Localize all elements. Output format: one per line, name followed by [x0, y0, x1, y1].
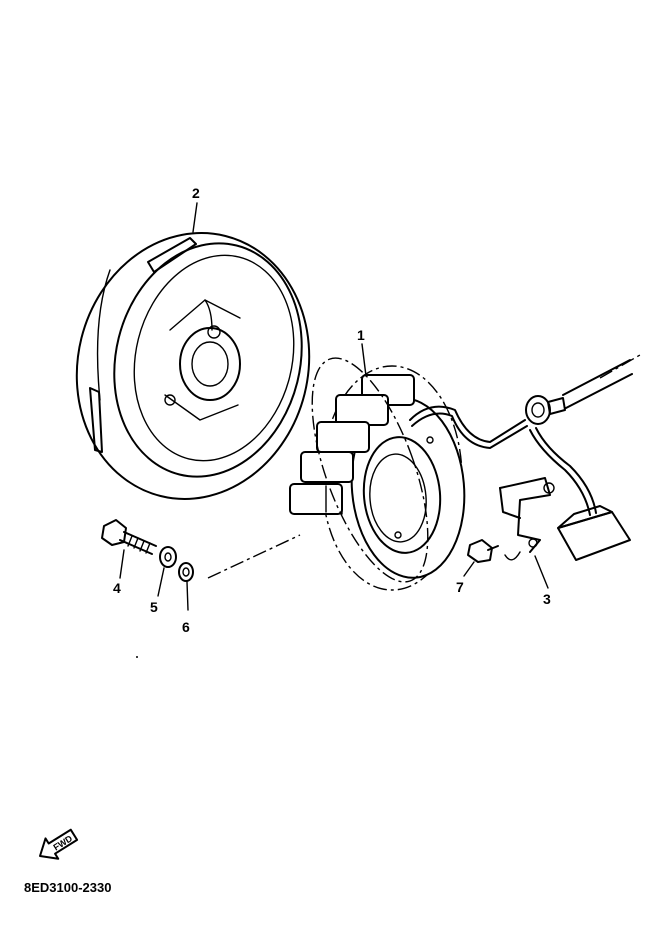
drawing-code: 8ED3100-2330	[24, 880, 112, 895]
wire-clamp-bracket	[499, 477, 555, 561]
callout-6: 6	[182, 619, 190, 635]
callout-4-leader	[119, 549, 125, 579]
assembly-line	[207, 534, 301, 579]
callout-1-leader	[361, 343, 367, 377]
screw-7	[467, 539, 499, 563]
stator-coils	[289, 374, 415, 515]
washer-6	[178, 562, 194, 582]
forward-direction-arrow: FWD	[39, 828, 79, 860]
callout-6-leader	[186, 581, 189, 611]
callout-7: 7	[456, 579, 464, 595]
callout-1: 1	[357, 327, 365, 343]
washer-5	[159, 546, 177, 568]
callout-3: 3	[543, 591, 551, 607]
callout-3-leader	[534, 555, 549, 589]
callout-7-leader	[463, 561, 475, 577]
flywheel-rotor	[75, 232, 311, 500]
stator-assembly	[289, 354, 641, 591]
bolt-4	[101, 519, 157, 555]
callout-2-leader	[192, 202, 198, 233]
speck	[136, 656, 138, 658]
callout-4: 4	[113, 580, 121, 596]
callout-5-leader	[157, 567, 165, 597]
callout-2: 2	[192, 185, 200, 201]
callout-5: 5	[150, 599, 158, 615]
